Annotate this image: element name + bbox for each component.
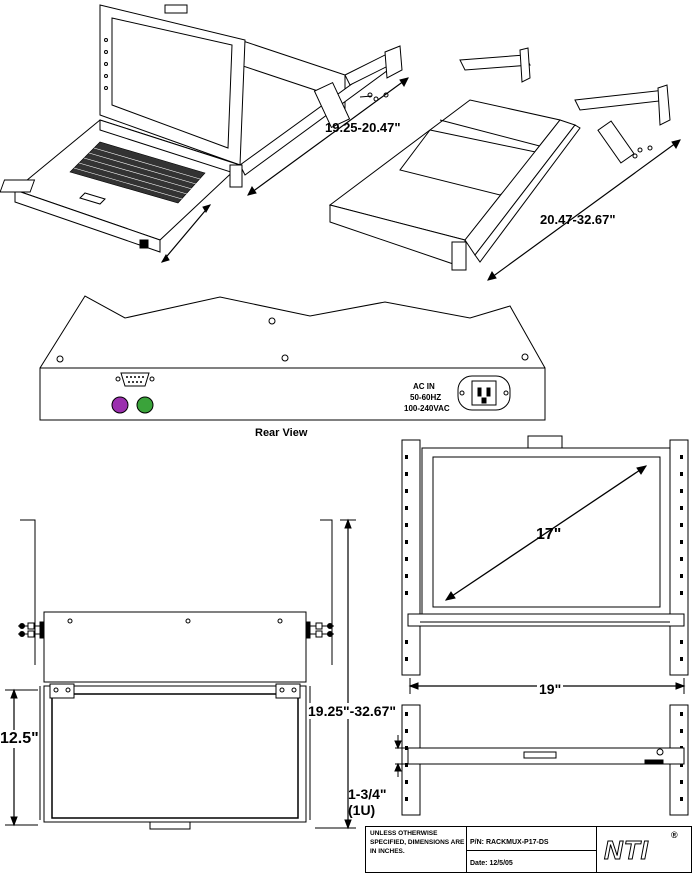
inner-depth-label: 12.5" (0, 730, 39, 748)
slide-short-label: 19.25-20.47" (325, 120, 401, 135)
slide-long-label: 20.47-32.67" (540, 212, 616, 227)
ps2-mouse-port (136, 396, 154, 414)
part-number: P/N: RACKMUX-P17-DS (470, 839, 549, 846)
width-label: 19" (537, 681, 564, 697)
ps2-keyboard-port (111, 396, 129, 414)
diagonal-label: 17" (536, 526, 562, 543)
title-block-row-divider (466, 850, 596, 851)
title-block: UNLESS OTHERWISE SPECIFIED, DIMENSIONS A… (365, 826, 692, 873)
iso-slide-unit (328, 47, 681, 323)
height-units-label: (1U) (348, 802, 376, 818)
title-block-divider (596, 827, 597, 872)
iso-open-unit (0, 4, 409, 263)
nti-logo: NTI (604, 835, 649, 866)
dimensions-note: UNLESS OTHERWISE SPECIFIED, DIMENSIONS A… (370, 830, 465, 855)
front-view-closed (394, 704, 689, 816)
depth-label: 19.25"-32.67" (308, 703, 397, 719)
height-label: 1-3/4" (348, 786, 387, 802)
power-label-1: AC IN (413, 382, 435, 391)
top-view (5, 518, 356, 830)
rear-view-title: Rear View (255, 427, 308, 439)
title-block-divider (466, 827, 467, 872)
drawing-date: Date: 12/5/05 (470, 860, 513, 867)
registered-mark: ® (671, 830, 678, 840)
power-label-2: 50-60HZ (410, 393, 442, 402)
front-view-open (401, 435, 689, 694)
rear-view (39, 295, 546, 421)
power-label-3: 100-240VAC (404, 404, 450, 413)
